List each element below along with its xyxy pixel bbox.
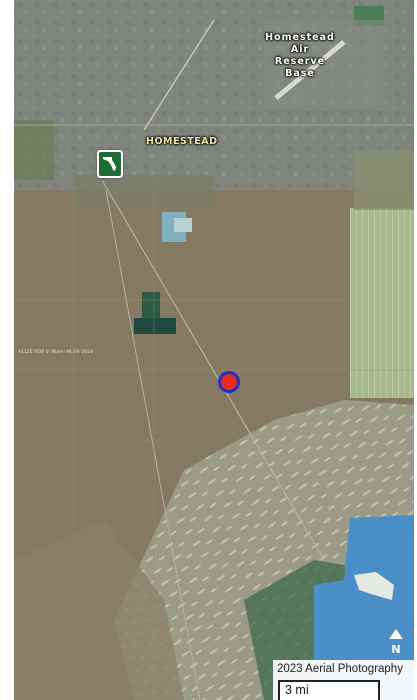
- mls-watermark: A11257838 © Miami MLS® 2024: [18, 350, 93, 355]
- scale-bar-label: 3 mi: [285, 683, 309, 697]
- air-base-label: Homestead Air Reserve Base: [265, 32, 335, 79]
- florida-state-icon: [103, 157, 116, 171]
- scale-bar: 3 mi: [278, 680, 380, 700]
- attribution-panel: 2023 Aerial Photography 3 mi: [273, 660, 414, 700]
- aerial-map[interactable]: [14, 0, 414, 700]
- city-label: HOMESTEAD: [146, 136, 218, 147]
- north-arrow-icon: N: [386, 626, 406, 656]
- map-frame: Homestead Air Reserve Base HOMESTEAD A11…: [14, 0, 414, 700]
- florida-shield-icon: [97, 150, 123, 178]
- north-arrow-label: N: [391, 643, 401, 656]
- north-arrow-triangle-icon: [389, 629, 403, 639]
- property-location-marker[interactable]: [218, 371, 240, 393]
- aerial-photography-credit: 2023 Aerial Photography: [277, 663, 403, 675]
